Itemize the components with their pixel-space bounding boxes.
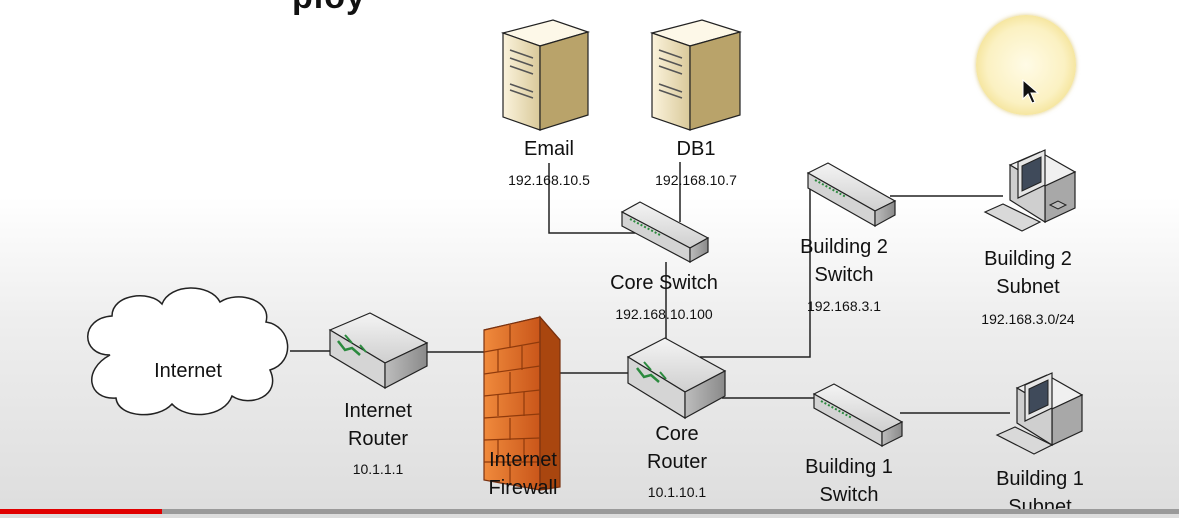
firewall-icon [483, 315, 561, 491]
internet-label: Internet [154, 360, 222, 382]
computer-icon [983, 149, 1077, 232]
cursor-icon [1022, 79, 1040, 104]
title-fragment: ploy [292, 0, 366, 17]
db1-server-label: DB1 [676, 138, 716, 160]
core-router-ip: 10.1.10.1 [647, 484, 707, 500]
cloud-icon [87, 287, 289, 416]
router-icon [626, 337, 727, 420]
connection-lines [290, 162, 1010, 414]
db1-server-ip: 192.168.10.7 [655, 172, 737, 188]
core-switch-ip: 192.168.10.100 [615, 306, 713, 322]
email-server-label: Email [523, 138, 574, 160]
email-server-ip: 192.168.10.5 [508, 172, 590, 188]
computer-icon [995, 372, 1084, 455]
building2-subnet-label: Building 2 Subnet [984, 248, 1072, 298]
core-router-label: Core Router [646, 423, 708, 473]
link-core-router-building2-switch [700, 182, 811, 358]
router-icon [328, 312, 429, 390]
server-icon [500, 19, 590, 131]
switch-icon [620, 201, 710, 264]
server-icon [649, 19, 743, 131]
internet-router-label: Internet Router [344, 400, 412, 450]
video-progress-bar[interactable] [0, 509, 1179, 514]
building2-switch-label: Building 2 Switch [800, 236, 888, 286]
switch-icon [806, 162, 897, 228]
cursor-highlight [976, 15, 1076, 115]
switch-icon [812, 383, 904, 448]
internet-firewall-label: Internet Firewall [488, 449, 558, 499]
internet-router-ip: 10.1.1.1 [352, 461, 404, 477]
building1-switch-label: Building 1 Switch [805, 456, 893, 506]
video-progress-fill [0, 509, 162, 514]
building2-subnet-ip: 192.168.3.0/24 [981, 311, 1075, 327]
link-email-core-switch [548, 163, 635, 234]
core-switch-label: Core Switch [610, 272, 718, 294]
building2-switch-ip: 192.168.3.1 [807, 298, 881, 314]
